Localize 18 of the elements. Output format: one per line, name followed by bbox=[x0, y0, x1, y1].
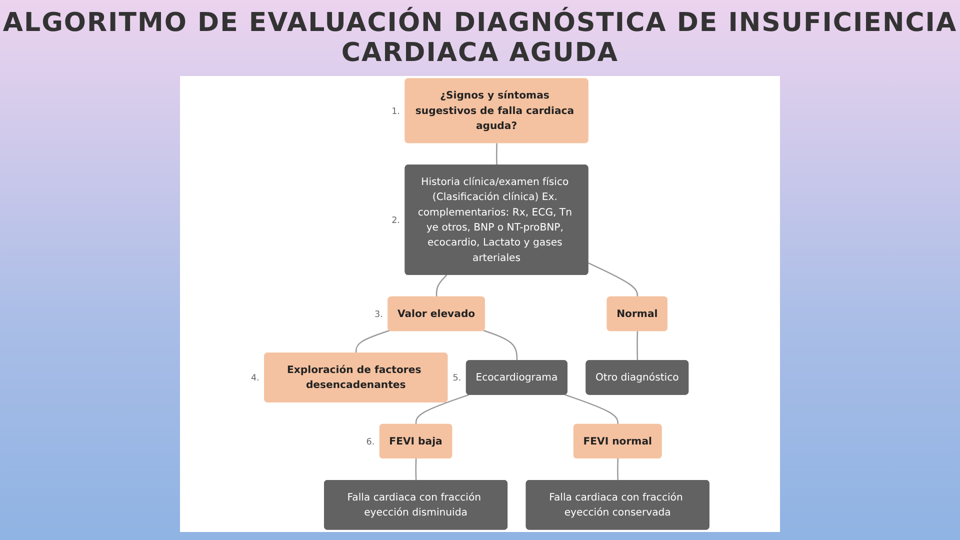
step-number: 2. bbox=[392, 216, 400, 226]
process-box: Falla cardiaca con fracción eyección conservada bbox=[526, 480, 710, 530]
diagram-title: ALGORITMO DE EVALUACIÓN DIAGNÓSTICA DE INSUFICIENCIA CARDIACA AGUDA bbox=[2, 8, 958, 68]
step-box: ¿Signos y síntomas sugestivos de falla cardiaca aguda? bbox=[404, 78, 588, 144]
step-box: Normal bbox=[606, 296, 668, 332]
step-box: FEVI baja bbox=[379, 424, 452, 459]
process-box: Historia clínica/examen físico (Clasificación clínica) Ex. complementarios: Rx, ECG, Tn ye otros, BNP o NT-proBNP, ecocardio, Lactato y gases arteriales bbox=[404, 164, 588, 275]
step-box: Valor elevado bbox=[388, 296, 485, 332]
process-box: Otro diagnóstico bbox=[586, 360, 689, 395]
step-number: 4. bbox=[250, 374, 260, 384]
process-box: Falla cardiaca con fracción eyección disminuida bbox=[324, 480, 508, 530]
process-box: Ecocardiograma bbox=[466, 360, 568, 395]
step-number: 6. bbox=[366, 437, 375, 448]
step-box: Exploración de factores desencadenantes bbox=[264, 352, 448, 402]
step-box: FEVI normal bbox=[573, 424, 662, 459]
step-number: 1. bbox=[392, 106, 400, 117]
step-number: 3. bbox=[374, 310, 383, 320]
step-number: 5. bbox=[452, 374, 462, 384]
